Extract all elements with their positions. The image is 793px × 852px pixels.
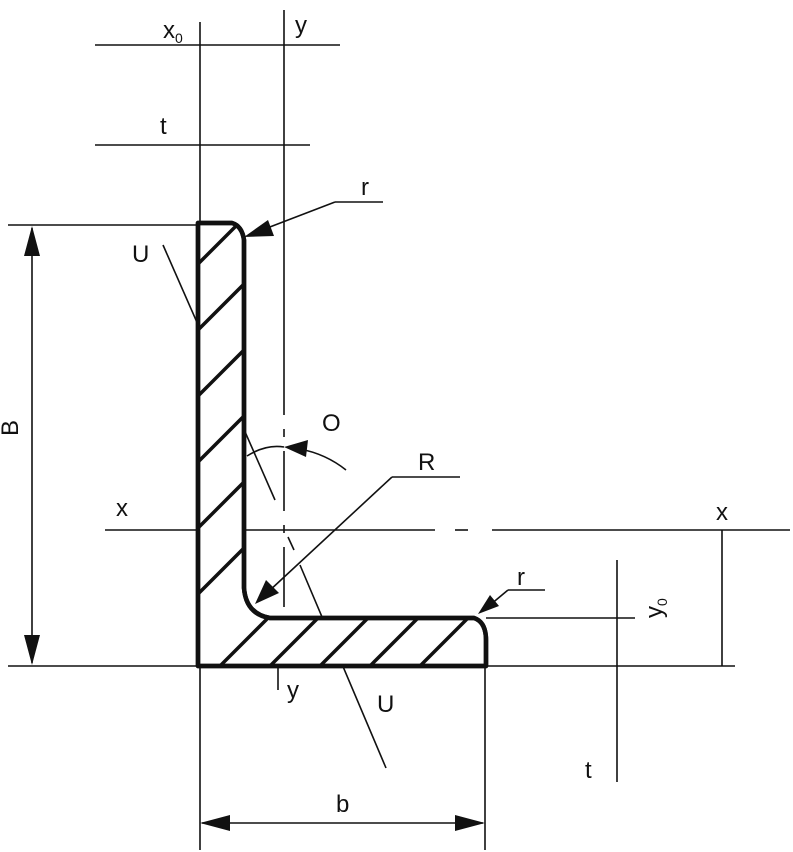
label-x-left: x [116, 495, 128, 522]
label-y0: y0 [641, 598, 670, 618]
label-U-bottom: U [377, 691, 394, 718]
label-B: B [0, 420, 24, 436]
R-leader [255, 476, 460, 604]
label-U-top: U [132, 241, 149, 268]
label-t-right: t [585, 757, 592, 784]
label-y-bottom: y [287, 677, 299, 704]
angle-arc [246, 440, 347, 471]
r-right-leader [478, 589, 545, 614]
label-r-top: r [361, 174, 369, 201]
label-t-top: t [160, 113, 167, 140]
label-y-top: y [295, 12, 307, 39]
label-b: b [336, 791, 349, 818]
b-dimension-arrow [200, 815, 485, 831]
r-top-leader [244, 201, 383, 237]
label-x-right: x [716, 499, 728, 526]
label-r-right: r [517, 564, 525, 591]
label-O: O [322, 410, 341, 437]
angle-profile [195, 220, 489, 669]
B-dimension-arrow [24, 226, 40, 665]
label-R: R [418, 449, 435, 476]
label-x0: x0 [163, 17, 183, 46]
u-axis-dash [287, 536, 295, 551]
